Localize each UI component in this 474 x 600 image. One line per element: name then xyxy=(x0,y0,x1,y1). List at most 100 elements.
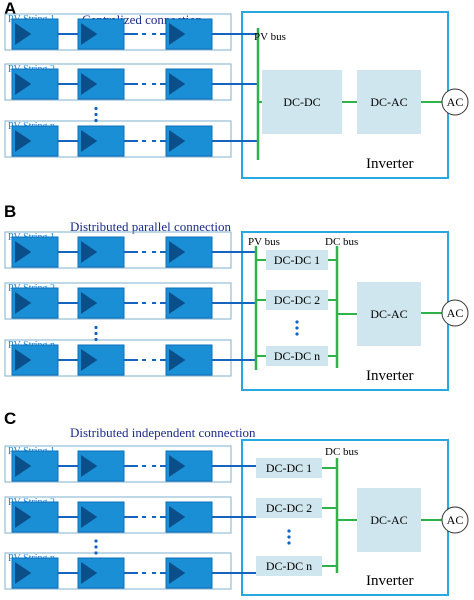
pv-module xyxy=(11,236,59,268)
dcdc-label: DC-DC n xyxy=(266,559,312,573)
pv-module-triangle xyxy=(81,455,98,477)
pv-module-triangle xyxy=(169,349,186,371)
pv-module-triangle xyxy=(81,506,98,528)
ac-label: AC xyxy=(447,513,464,527)
dc-bus-label: DC bus xyxy=(325,236,358,248)
pv-module-triangle xyxy=(15,562,32,584)
pv-module xyxy=(77,344,125,376)
pv-module xyxy=(165,501,213,533)
pv-module xyxy=(11,125,59,157)
vertical-dots xyxy=(94,325,98,330)
pv-module-triangle xyxy=(169,130,186,152)
panel-title: Distributed independent connection xyxy=(70,425,256,440)
dcdc-dots xyxy=(295,326,299,330)
pv-module xyxy=(11,501,59,533)
vertical-dots xyxy=(94,331,98,336)
dcdc-box-bg xyxy=(266,290,328,310)
vertical-dots xyxy=(94,337,98,342)
dcdc-box: DC-DC n xyxy=(266,346,328,366)
pv-module-triangle xyxy=(169,23,186,45)
pv-module xyxy=(165,125,213,157)
pv-module-triangle xyxy=(169,506,186,528)
dcdc-box-bg xyxy=(256,556,322,576)
pv-module-triangle xyxy=(15,455,32,477)
pv-module xyxy=(77,501,125,533)
dcdc-label: DC-DC 1 xyxy=(274,253,320,267)
pv-module-triangle xyxy=(169,292,186,314)
vertical-dots xyxy=(94,106,98,111)
dcdc-box-bg xyxy=(266,346,328,366)
pv-module xyxy=(11,287,59,319)
pv-module-triangle xyxy=(81,241,98,263)
ac-output: AC xyxy=(441,506,469,534)
pv-module-body xyxy=(11,287,59,319)
dcdc-box-bg xyxy=(266,250,328,270)
pv-string-frame xyxy=(4,339,232,377)
pv-string: PV String n xyxy=(4,120,232,158)
pv-string-frame xyxy=(4,496,232,534)
dcdc-label: DC-DC 1 xyxy=(266,461,312,475)
pv-module xyxy=(165,287,213,319)
dcdc-dots xyxy=(287,529,291,533)
pv-module xyxy=(11,18,59,50)
dcdc-dots xyxy=(287,535,291,539)
pv-module-triangle xyxy=(81,73,98,95)
dcdc-box-bg xyxy=(262,70,342,134)
pv-module-triangle xyxy=(169,562,186,584)
ac-label: AC xyxy=(447,306,464,320)
pv-module-triangle xyxy=(15,292,32,314)
inverter-label: Inverter xyxy=(366,573,413,589)
dcdc-box-bg xyxy=(256,458,322,478)
pv-module xyxy=(165,68,213,100)
vertical-dots xyxy=(94,551,98,555)
pv-string: PV String 2 xyxy=(4,282,232,320)
dcac-box: DC-AC xyxy=(357,282,421,346)
dcac-box: DC-AC xyxy=(357,488,421,552)
panel-letter: C xyxy=(4,409,16,428)
pv-module-triangle xyxy=(81,292,98,314)
pv-string-frame xyxy=(4,63,232,101)
pv-module xyxy=(77,450,125,482)
dcdc-label: DC-DC 2 xyxy=(266,501,312,515)
panel-c: C Distributed independent connectionInver… xyxy=(4,409,469,596)
dcdc-label: DC-DC n xyxy=(274,349,320,363)
pv-module xyxy=(11,557,59,589)
dc-bus-label: DC bus xyxy=(325,446,358,458)
dcac-box-bg xyxy=(357,488,421,552)
pv-string: PV String n xyxy=(4,339,232,377)
pv-module-triangle xyxy=(81,130,98,152)
ac-output: AC xyxy=(441,299,469,327)
pv-module-triangle xyxy=(15,23,32,45)
dcdc-box: DC-DC 2 xyxy=(256,498,322,518)
pv-string: PV String 1 xyxy=(4,13,232,51)
pv-string: PV String 2 xyxy=(4,63,232,101)
pv-string-frame xyxy=(4,552,232,590)
pv-string: PV String 1 xyxy=(4,231,232,269)
dcdc-box: DC-DC xyxy=(262,70,342,134)
vertical-dots xyxy=(94,112,98,117)
pv-string-frame xyxy=(4,120,232,158)
pv-module xyxy=(77,557,125,589)
pv-module-triangle xyxy=(15,241,32,263)
pv-module xyxy=(77,287,125,319)
dcac-label: DC-AC xyxy=(370,307,407,321)
pv-module-triangle xyxy=(169,73,186,95)
pv-module xyxy=(165,557,213,589)
pv-string-frame xyxy=(4,445,232,483)
panel-letter: B xyxy=(4,202,16,221)
pv-module xyxy=(165,450,213,482)
pv-string: PV String n xyxy=(4,552,232,590)
ac-output: AC xyxy=(441,88,469,116)
dcac-label: DC-AC xyxy=(370,513,407,527)
dcdc-dots xyxy=(295,332,299,336)
dcdc-label: DC-DC 2 xyxy=(274,293,320,307)
pv-string-frame xyxy=(4,282,232,320)
pv-string-frame xyxy=(4,13,232,51)
pv-module-triangle xyxy=(15,349,32,371)
dcac-box: DC-AC xyxy=(357,70,421,134)
pv-module xyxy=(11,344,59,376)
vertical-dots xyxy=(94,118,98,123)
dcdc-label: DC-DC xyxy=(283,95,320,109)
